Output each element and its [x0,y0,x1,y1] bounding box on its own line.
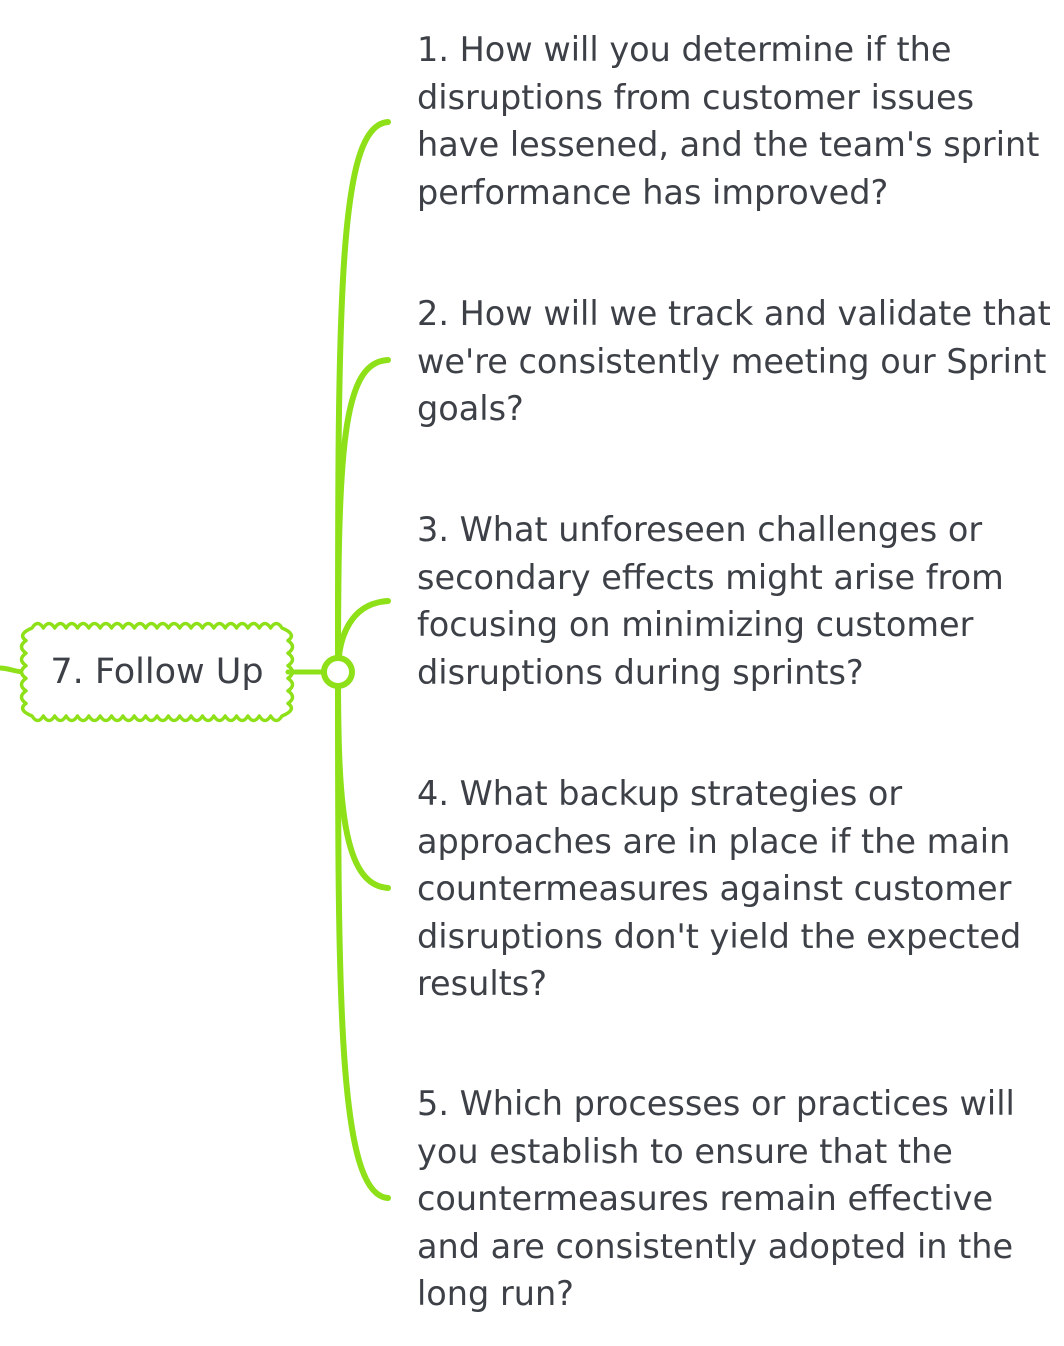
central-node[interactable]: 7. Follow Up [26,628,288,716]
topic-2[interactable]: 2. How will we track and validate that w… [417,294,1051,428]
topic-3[interactable]: 3. What unforeseen challenges or seconda… [417,510,1004,692]
topic-4[interactable]: 4. What backup strategies or approaches … [417,774,1022,1003]
topic-1[interactable]: 1. How will you determine if the disrupt… [417,30,1040,212]
central-node-label: 7. Follow Up [50,652,264,692]
branch-connector-4 [335,669,391,891]
topic-5[interactable]: 5. Which processes or practices will you… [417,1084,1015,1313]
branch-connector-2 [335,357,391,675]
branch-connector-1 [335,119,391,675]
junction-node[interactable] [321,655,355,689]
branch-connector-5 [335,669,391,1201]
central-node-cloud-shape [19,621,295,723]
